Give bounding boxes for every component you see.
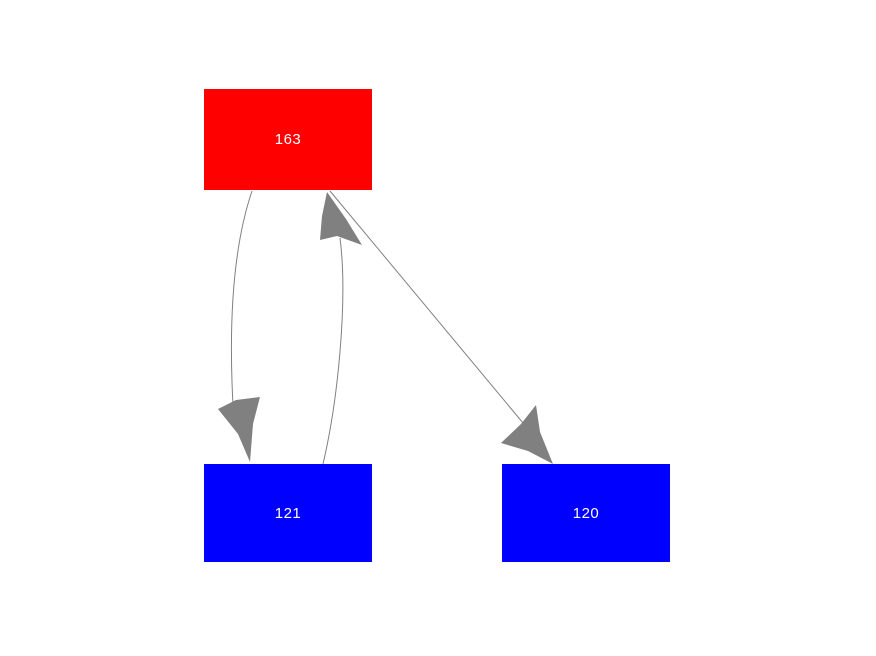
edge-163-to-121-arrowhead — [218, 397, 260, 462]
edge-163-to-120[interactable] — [329, 190, 553, 464]
edge-121-to-163-line — [322, 237, 344, 465]
node-121[interactable]: 121 — [204, 464, 372, 562]
edge-163-to-120-arrowhead — [501, 405, 553, 464]
edge-163-to-121-line — [230, 190, 253, 406]
node-121-label: 121 — [274, 504, 302, 522]
edge-163-to-120-line — [329, 190, 549, 454]
node-163[interactable]: 163 — [204, 89, 372, 190]
node-120[interactable]: 120 — [502, 464, 670, 562]
node-163-label: 163 — [274, 131, 302, 148]
edge-121-to-163[interactable] — [320, 192, 362, 465]
node-120-label: 120 — [572, 504, 600, 522]
edge-121-to-163-arrowhead — [320, 192, 362, 245]
edge-163-to-121[interactable] — [218, 190, 260, 462]
